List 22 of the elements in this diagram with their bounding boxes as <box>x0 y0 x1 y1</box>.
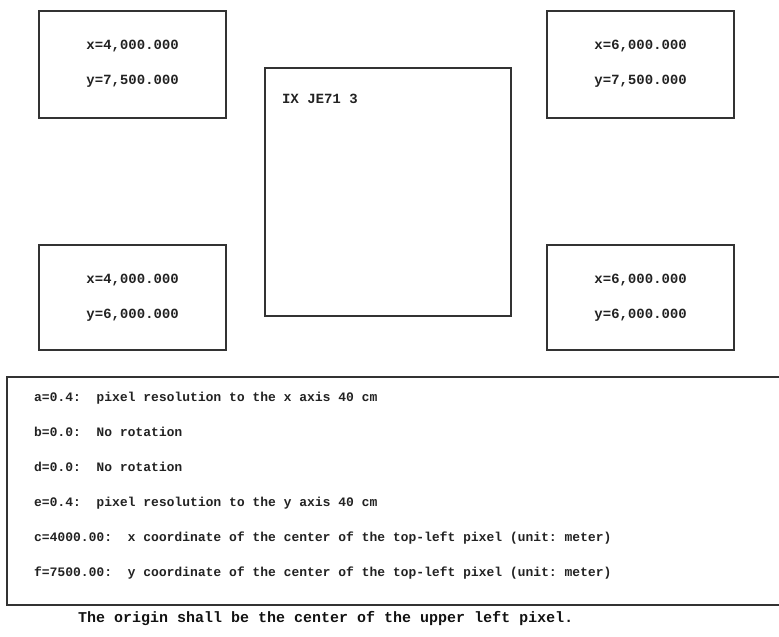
coordinate-text: y=6,000.000 <box>594 306 687 324</box>
coordinate-text: y=6,000.000 <box>86 306 179 324</box>
parameter-text: f=7500.00: y coordinate of the center of the top-left pixel (unit: meter) <box>34 564 612 582</box>
coordinate-text: x=6,000.000 <box>594 271 687 289</box>
parameter-text: d=0.0: No rotation <box>34 459 182 477</box>
parameter-text: a=0.4: pixel resolution to the x axis 40 cm <box>34 389 378 407</box>
parameter-text: e=0.4: pixel resolution to the y axis 40 cm <box>34 494 378 512</box>
coordinate-text: y=7,500.000 <box>86 72 179 90</box>
image-frame <box>264 67 512 317</box>
coordinate-text: x=4,000.000 <box>86 37 179 55</box>
parameter-text: b=0.0: No rotation <box>34 424 182 442</box>
coordinate-box <box>38 244 227 351</box>
coordinate-box <box>546 244 735 351</box>
coordinate-text: y=7,500.000 <box>594 72 687 90</box>
coordinate-text: x=6,000.000 <box>594 37 687 55</box>
parameter-box <box>6 376 779 606</box>
coordinate-box <box>38 10 227 119</box>
coordinate-box <box>546 10 735 119</box>
parameter-text: c=4000.00: x coordinate of the center of the top-left pixel (unit: meter) <box>34 529 612 547</box>
caption: The origin shall be the center of the upper left pixel. <box>78 610 574 627</box>
box-label: IX JE71 3 <box>282 91 358 109</box>
coordinate-text: x=4,000.000 <box>86 271 179 289</box>
